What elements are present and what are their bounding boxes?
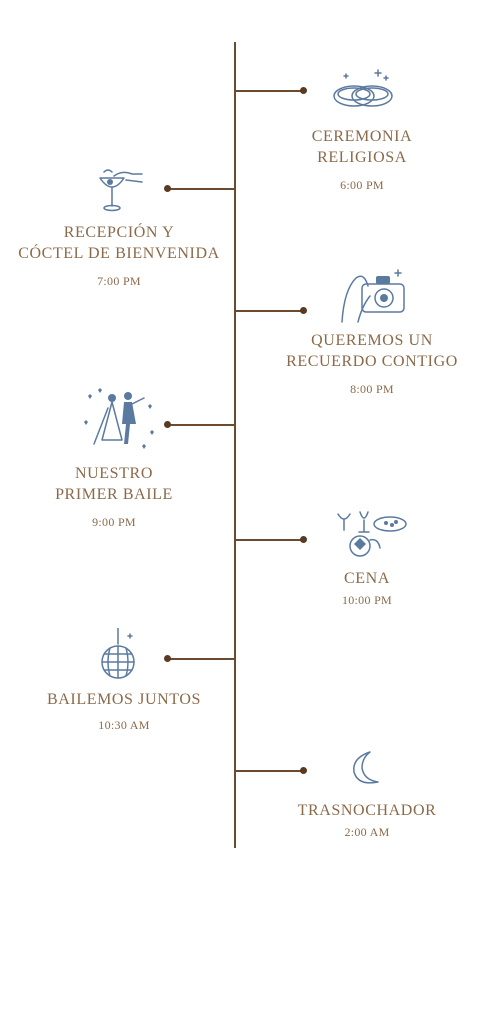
event-time: 10:00 PM xyxy=(341,593,393,607)
event-time: 6:00 PM xyxy=(340,178,384,192)
event-title: CENA xyxy=(344,570,390,587)
event-trasnochador: TRASNOCHADOR 2:00 AM xyxy=(282,800,452,840)
event-time: 2:00 AM xyxy=(344,825,390,839)
event-time: 7:00 PM xyxy=(97,274,141,288)
timeline-connector xyxy=(236,770,302,772)
timeline-dot xyxy=(300,536,307,543)
timeline-dot xyxy=(300,87,307,94)
event-time: 10:30 AM xyxy=(98,718,150,732)
event-bailemos: BAILEMOS JUNTOS 10:30 AM xyxy=(34,689,214,733)
timeline-dot xyxy=(164,421,171,428)
cocktail-glass-icon xyxy=(92,168,146,216)
wedding-rings-icon xyxy=(332,68,396,112)
timeline-connector xyxy=(236,539,302,541)
timeline-connector xyxy=(236,90,302,92)
timeline-connector xyxy=(168,658,234,660)
timeline-connector xyxy=(168,188,234,190)
event-title: BAILEMOS JUNTOS xyxy=(46,691,202,708)
timeline-dot xyxy=(300,767,307,774)
timeline-dot xyxy=(300,307,307,314)
event-primer-baile: NUESTRO PRIMER BAILE 9:00 PM xyxy=(44,463,184,530)
event-recepcion: RECEPCIÓN Y CÓCTEL DE BIENVENIDA 7:00 PM xyxy=(12,222,226,289)
disco-ball-icon xyxy=(98,628,138,684)
timeline-dot xyxy=(164,655,171,662)
timeline-connector xyxy=(236,310,302,312)
event-time: 9:00 PM xyxy=(92,515,136,529)
timeline-dot xyxy=(164,185,171,192)
timeline-line xyxy=(234,42,236,848)
dancing-couple-icon xyxy=(78,386,158,456)
dinner-plate-icon xyxy=(334,510,410,560)
event-recuerdo: QUEREMOS UN RECUERDO CONTIGO 8:00 PM xyxy=(272,330,472,397)
event-title: TRASNOCHADOR xyxy=(297,802,437,819)
event-ceremonia: CEREMONIA RELIGIOSA 6:00 PM xyxy=(292,126,432,193)
timeline-connector xyxy=(168,424,234,426)
event-cena: CENA 10:00 PM xyxy=(302,568,432,608)
event-time: 8:00 PM xyxy=(350,382,394,396)
camera-icon xyxy=(340,266,410,324)
event-title: QUEREMOS UN RECUERDO CONTIGO xyxy=(286,332,458,370)
event-title: NUESTRO PRIMER BAILE xyxy=(55,465,173,503)
crescent-moon-icon xyxy=(348,750,384,788)
event-title: RECEPCIÓN Y CÓCTEL DE BIENVENIDA xyxy=(18,224,220,262)
event-title: CEREMONIA RELIGIOSA xyxy=(311,128,413,166)
